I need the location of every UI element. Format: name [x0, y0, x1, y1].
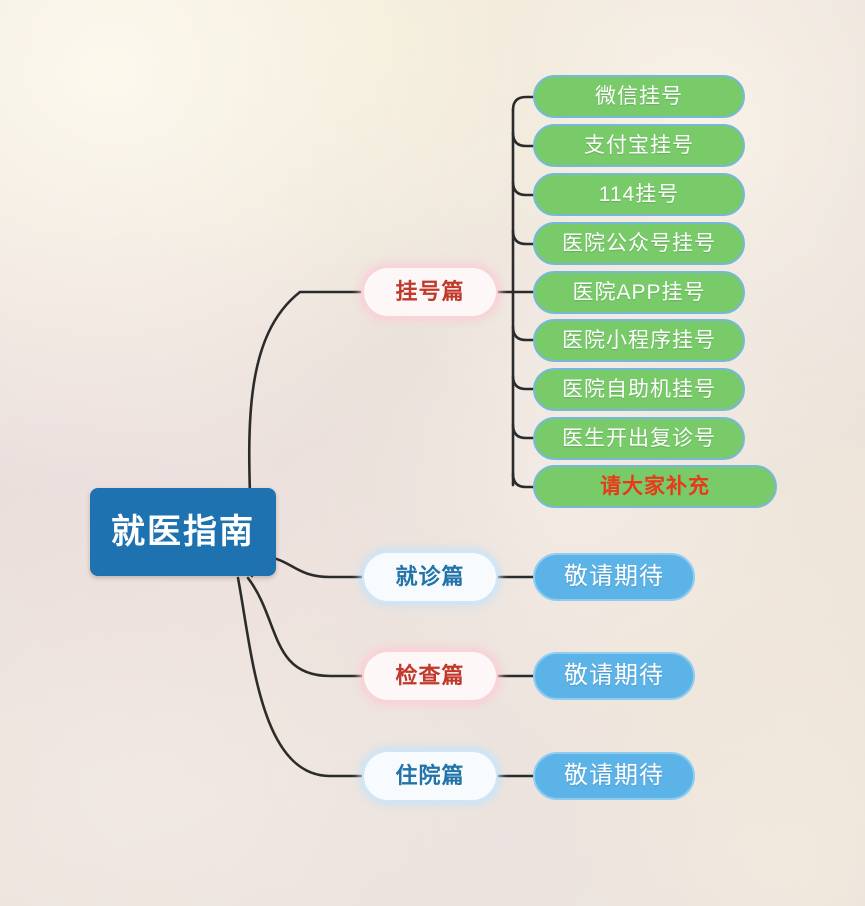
leaf-node-coming-soon-jiuzhen[interactable]: 敬请期待 [533, 553, 695, 601]
connector-trunk-to-child-6 [511, 325, 536, 342]
leaf-node-miniprogram-registration[interactable]: 医院小程序挂号 [533, 319, 745, 362]
connector-trunk-to-child-4 [511, 229, 536, 246]
leaf-node-hospital-app-registration[interactable]: 医院APP挂号 [533, 271, 745, 314]
leaf-node-coming-soon-zhuyuan[interactable]: 敬请期待 [533, 752, 695, 800]
leaf-node-official-account-registration[interactable]: 医院公众号挂号 [533, 222, 745, 265]
connector-root-to-branch-4 [236, 576, 364, 778]
connector-trunk-to-child-2 [511, 131, 536, 148]
leaf-node-kiosk-registration[interactable]: 医院自助机挂号 [533, 368, 745, 411]
leaf-node-doctor-followup-registration[interactable]: 医生开出复诊号 [533, 417, 745, 460]
branch-node-jiuzhen[interactable]: 就诊篇 [362, 551, 498, 603]
leaf-node-wechat-registration[interactable]: 微信挂号 [533, 75, 745, 118]
leaf-node-please-add-more[interactable]: 请大家补充 [533, 465, 777, 508]
connector-root-to-branch-3 [246, 576, 364, 678]
branch-node-guahao[interactable]: 挂号篇 [362, 266, 498, 318]
connector-trunk-to-child-8 [511, 423, 536, 440]
connector-trunk-to-child-9 [511, 472, 536, 489]
branch-node-zhuyuan[interactable]: 住院篇 [362, 750, 498, 802]
leaf-node-114-registration[interactable]: 114挂号 [533, 173, 745, 216]
connector-trunk-to-child-7 [511, 374, 536, 391]
connector-trunk-to-child-1 [511, 95, 536, 112]
leaf-node-coming-soon-jiancha[interactable]: 敬请期待 [533, 652, 695, 700]
root-node[interactable]: 就医指南 [90, 488, 276, 576]
leaf-node-alipay-registration[interactable]: 支付宝挂号 [533, 124, 745, 167]
branch-node-jiancha[interactable]: 检查篇 [362, 650, 498, 702]
connector-trunk-to-child-3 [511, 180, 536, 197]
